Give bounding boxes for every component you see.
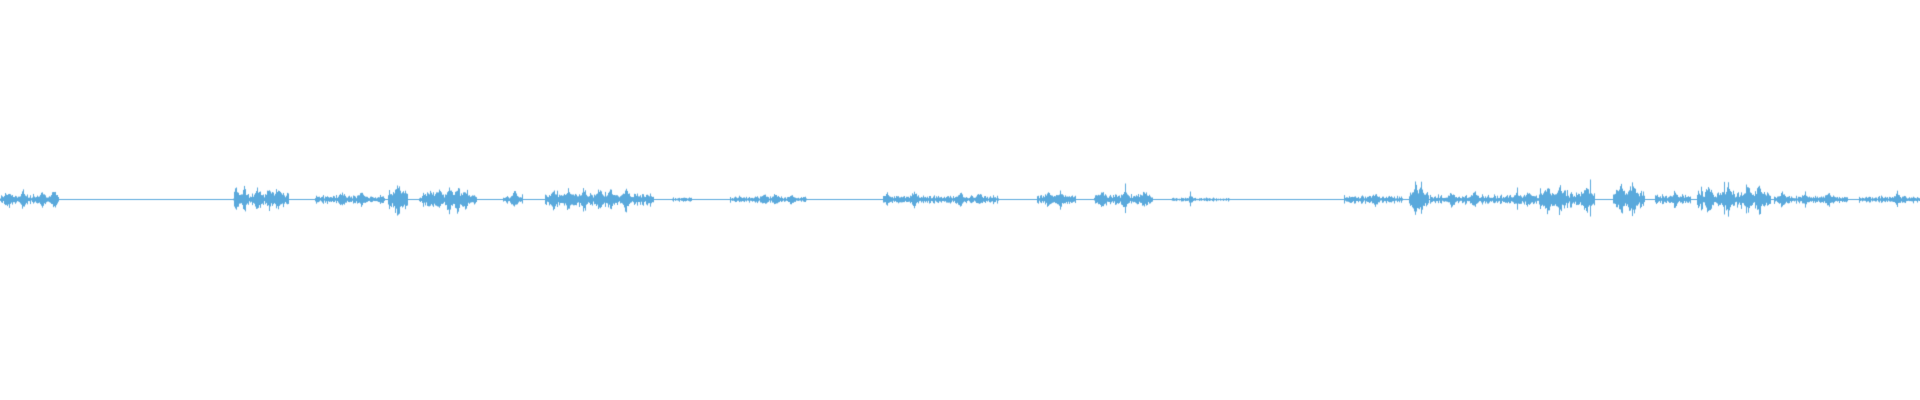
audio-waveform[interactable]	[0, 0, 1920, 400]
